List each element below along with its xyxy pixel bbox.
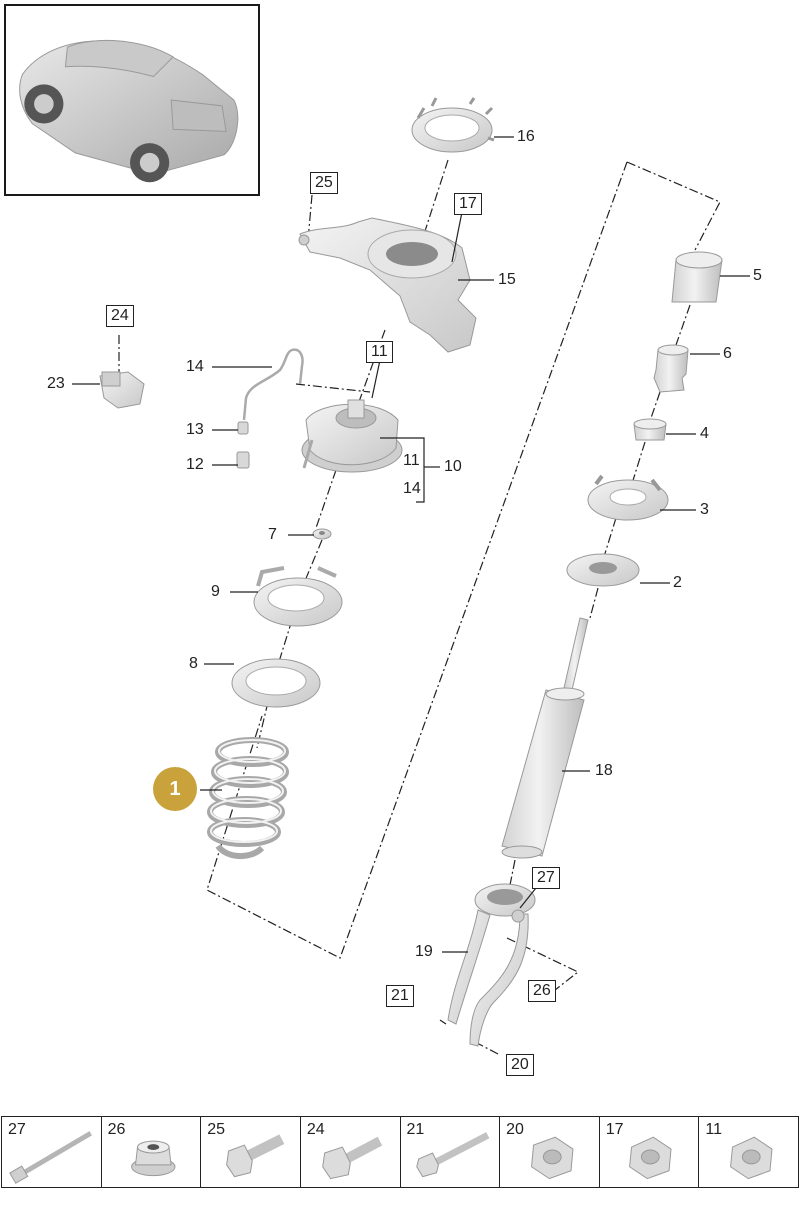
fastener-number: 26 bbox=[107, 1121, 126, 1138]
spring-pad-ring bbox=[411, 97, 495, 153]
shock-absorber bbox=[501, 617, 589, 859]
hex-bolt-icon bbox=[226, 1134, 285, 1178]
boxed-callout-17: 17 bbox=[454, 193, 482, 215]
lower-spring-pad bbox=[587, 474, 669, 521]
exploded-diagram bbox=[72, 97, 750, 1056]
fastener-cell[interactable]: 24 bbox=[301, 1117, 401, 1187]
lower-spring-seat bbox=[566, 553, 640, 587]
level-sensor bbox=[99, 371, 145, 409]
stop-cup bbox=[633, 418, 667, 441]
boxed-callout-24: 24 bbox=[106, 305, 134, 327]
boxed-callout-26: 26 bbox=[528, 980, 556, 1002]
fastener-cell[interactable]: 27 bbox=[2, 1117, 102, 1187]
boxed-callout-25: 25 bbox=[310, 172, 338, 194]
boxed-callout-27: 27 bbox=[532, 867, 560, 889]
boxed-callout-21: 21 bbox=[386, 985, 414, 1007]
fastener-cell[interactable]: 17 bbox=[600, 1117, 700, 1187]
fastener-cell[interactable]: 21 bbox=[401, 1117, 501, 1187]
spring-isolator bbox=[231, 658, 321, 708]
fastener-legend: 27 26 25 24 21 2 bbox=[1, 1116, 799, 1188]
callout-14-group: 14 bbox=[403, 480, 421, 497]
callout-10: 10 bbox=[444, 458, 462, 475]
vehicle-overview-thumbnail bbox=[4, 4, 260, 196]
callout-8: 8 bbox=[189, 655, 198, 672]
fastener-cell[interactable]: 11 bbox=[699, 1117, 798, 1187]
boxed-callout-11: 11 bbox=[366, 341, 393, 363]
flange-nut-icon bbox=[130, 1140, 176, 1177]
fastener-number: 24 bbox=[306, 1121, 325, 1138]
hex-nut-icon bbox=[730, 1136, 773, 1180]
small-washer bbox=[312, 528, 332, 540]
callout-19: 19 bbox=[415, 943, 433, 960]
hex-bolt-icon bbox=[322, 1136, 383, 1180]
callout-18: 18 bbox=[595, 762, 613, 779]
dust-boot bbox=[671, 251, 723, 303]
callout-5: 5 bbox=[753, 267, 762, 284]
hex-nut-icon bbox=[531, 1136, 574, 1180]
car-silhouette bbox=[19, 39, 239, 183]
callout-12: 12 bbox=[186, 456, 204, 473]
callout-15: 15 bbox=[498, 271, 516, 288]
callout-9: 9 bbox=[211, 583, 220, 600]
shock-fork bbox=[447, 883, 536, 1047]
callout-7: 7 bbox=[268, 526, 277, 543]
callout-2: 2 bbox=[673, 574, 682, 591]
leader-lines bbox=[72, 136, 750, 953]
sensor-wire bbox=[242, 348, 304, 421]
fastener-cell[interactable]: 20 bbox=[500, 1117, 600, 1187]
hex-nut-icon bbox=[628, 1136, 672, 1180]
callout-13: 13 bbox=[186, 421, 204, 438]
fastener-number: 27 bbox=[8, 1121, 26, 1138]
highlighted-part-badge[interactable]: 1 bbox=[153, 767, 197, 811]
sensor-connector bbox=[236, 451, 250, 469]
coil-spring-highlight bbox=[210, 739, 286, 843]
callout-11-group: 11 bbox=[403, 452, 420, 469]
fastener-number: 25 bbox=[207, 1121, 226, 1138]
callout-14: 14 bbox=[186, 358, 204, 375]
callout-6: 6 bbox=[723, 345, 732, 362]
callout-16: 16 bbox=[517, 128, 535, 145]
fastener-cell[interactable]: 26 bbox=[102, 1117, 202, 1187]
fastener-number: 11 bbox=[705, 1121, 722, 1138]
callout-23: 23 bbox=[47, 375, 65, 392]
strut-mount-bracket bbox=[298, 217, 477, 353]
long-bolt-icon bbox=[9, 1131, 93, 1184]
fastener-number: 21 bbox=[406, 1121, 425, 1138]
bump-stop bbox=[653, 344, 689, 393]
sensor-clip bbox=[237, 421, 249, 435]
fastener-number: 20 bbox=[506, 1121, 524, 1138]
boxed-callout-20: 20 bbox=[506, 1054, 534, 1076]
upper-spring-seat bbox=[253, 566, 343, 627]
callout-4: 4 bbox=[700, 425, 709, 442]
fastener-cell[interactable]: 25 bbox=[201, 1117, 301, 1187]
callout-3: 3 bbox=[700, 501, 709, 518]
upper-strut-mount bbox=[301, 399, 403, 473]
fastener-number: 17 bbox=[605, 1121, 624, 1138]
long-bolt-icon bbox=[415, 1132, 489, 1178]
